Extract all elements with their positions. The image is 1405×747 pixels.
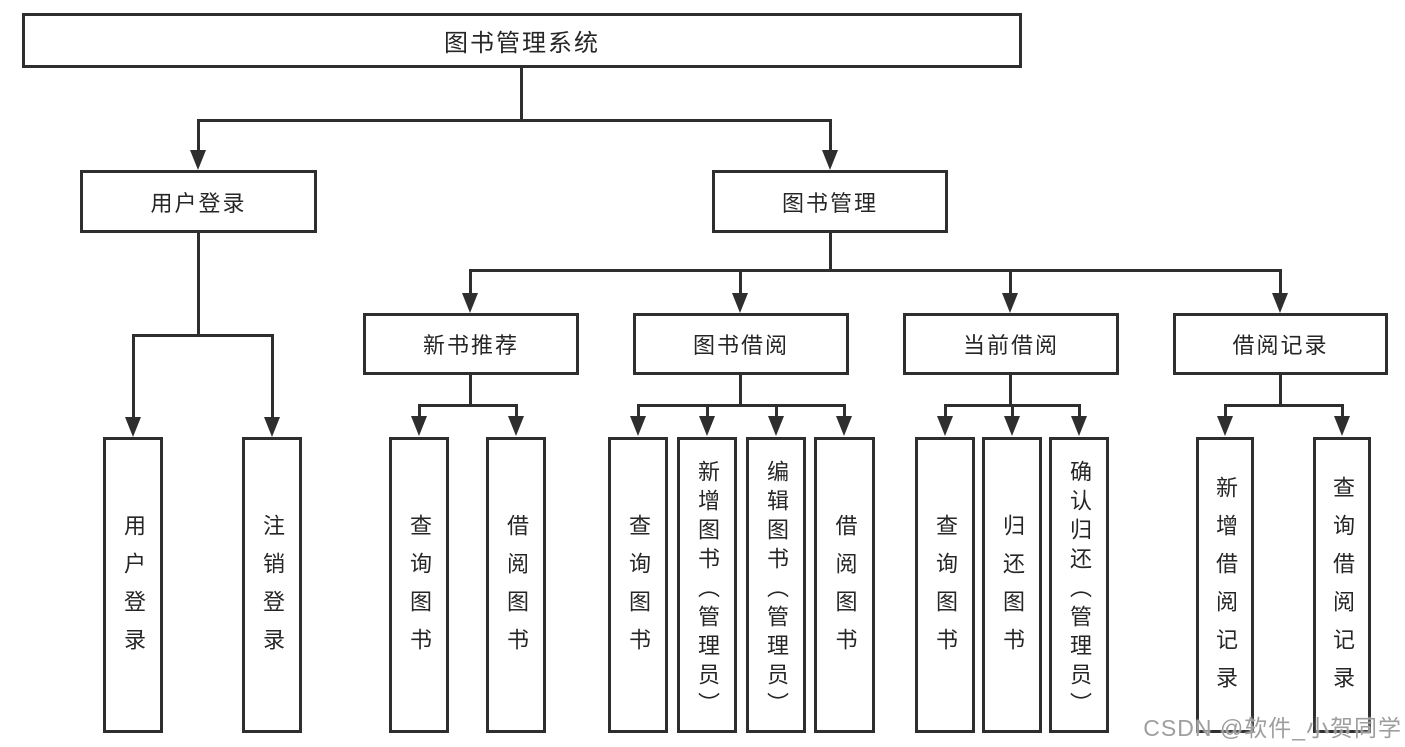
arrowhead-records-c2 <box>1334 416 1350 436</box>
connector-book-mgmt-stem <box>829 233 832 272</box>
leaf-add-borrow-record: 新增借阅记录 <box>1196 437 1254 733</box>
connector-current-stem <box>1009 375 1012 407</box>
node-label: 用户登录 <box>150 190 247 216</box>
arrowhead-leaf-logout <box>264 417 280 437</box>
arrowhead-records <box>1272 293 1288 313</box>
connector-to-user-login <box>197 119 200 152</box>
node-current-borrowing: 当前借阅 <box>903 313 1119 375</box>
node-borrowing-records: 借阅记录 <box>1173 313 1388 375</box>
node-label: 新增图书（管理员） <box>695 459 720 721</box>
leaf-query-books-current: 查询图书 <box>915 437 975 733</box>
leaf-borrow-books-recommend: 借阅图书 <box>486 437 546 733</box>
node-label: 新增借阅记录 <box>1213 476 1238 704</box>
node-label: 当前借阅 <box>962 333 1059 358</box>
connector-to-current <box>1009 269 1012 295</box>
arrowhead-borrowing <box>732 293 748 313</box>
node-label: 图书管理 <box>781 190 878 216</box>
arrowhead-leaf-login <box>125 417 141 437</box>
node-label: 查询图书 <box>933 514 958 666</box>
connector-book-mgmt-rail <box>469 269 1281 272</box>
connector-root-rail <box>197 119 832 122</box>
connector-new-rec-stem <box>469 375 472 407</box>
arrowhead-user-login <box>190 150 206 170</box>
node-label: 图书借阅 <box>692 333 789 358</box>
node-book-management: 图书管理 <box>712 170 948 233</box>
connector-to-leaf-login <box>132 334 135 419</box>
arrowhead-new-rec <box>462 293 478 313</box>
connector-to-borrowing <box>739 269 742 295</box>
connector-root-stem <box>520 68 523 122</box>
node-label: 新书推荐 <box>422 333 519 358</box>
arrowhead-current-c2 <box>1004 416 1020 436</box>
connector-to-leaf-logout <box>271 334 274 419</box>
connector-to-records <box>1279 269 1282 295</box>
connector-borrowing-rail <box>637 404 846 407</box>
node-book-borrowing: 图书借阅 <box>633 313 849 375</box>
arrowhead-records-c1 <box>1217 416 1233 436</box>
connector-to-book-mgmt <box>829 119 832 152</box>
node-label: 归还图书 <box>1000 514 1025 666</box>
leaf-query-books-recommend: 查询图书 <box>389 437 449 733</box>
arrowhead-current-c3 <box>1071 416 1087 436</box>
node-label: 编辑图书（管理员） <box>764 459 789 721</box>
connector-user-login-stem <box>197 233 200 337</box>
arrowhead-borrowing-c4 <box>836 416 852 436</box>
node-label: 图书管理系统 <box>444 30 600 57</box>
node-label: 用户登录 <box>121 514 146 666</box>
node-label: 借阅图书 <box>832 514 858 666</box>
leaf-query-borrow-record: 查询借阅记录 <box>1313 437 1371 733</box>
connector-borrowing-c1 <box>637 404 640 418</box>
arrowhead-borrowing-c2 <box>699 416 715 436</box>
connector-records-rail <box>1224 404 1344 407</box>
node-label: 借阅记录 <box>1232 333 1329 358</box>
leaf-confirm-return-admin: 确认归还（管理员） <box>1049 437 1109 733</box>
connector-borrowing-c3 <box>775 404 778 418</box>
node-label: 借阅图书 <box>504 514 529 666</box>
leaf-edit-book-admin: 编辑图书（管理员） <box>746 437 806 733</box>
connector-current-c1 <box>944 404 947 418</box>
arrowhead-book-mgmt <box>822 150 838 170</box>
connector-user-login-rail <box>132 334 274 337</box>
arrowhead-borrowing-c1 <box>630 416 646 436</box>
connector-current-c2 <box>1011 404 1014 418</box>
connector-records-c2 <box>1341 404 1344 418</box>
leaf-query-books-borrowing: 查询图书 <box>608 437 668 733</box>
node-library-management-system: 图书管理系统 <box>22 13 1022 68</box>
arrowhead-new-rec-c2 <box>508 416 524 436</box>
connector-records-c1 <box>1224 404 1227 418</box>
connector-borrowing-c4 <box>843 404 846 418</box>
leaf-return-books: 归还图书 <box>982 437 1042 733</box>
connector-current-c3 <box>1078 404 1081 418</box>
connector-borrowing-c2 <box>706 404 709 418</box>
node-label: 查询图书 <box>626 514 651 666</box>
connector-records-stem <box>1279 375 1282 407</box>
node-label: 确认归还（管理员） <box>1067 459 1092 721</box>
arrowhead-current-c1 <box>937 416 953 436</box>
connector-new-rec-rail <box>418 404 518 407</box>
connector-new-rec-c2 <box>515 404 518 418</box>
connector-to-new-rec <box>469 269 472 295</box>
node-label: 查询图书 <box>407 514 432 666</box>
arrowhead-borrowing-c3 <box>768 416 784 436</box>
csdn-watermark: CSDN @软件_小贺同学 <box>1143 715 1402 741</box>
connector-borrowing-stem <box>739 375 742 407</box>
leaf-borrow-books: 借阅图书 <box>814 437 875 733</box>
node-user-login: 用户登录 <box>80 170 317 233</box>
leaf-logout: 注销登录 <box>242 437 302 733</box>
node-label: 注销登录 <box>260 514 285 666</box>
node-new-book-recommend: 新书推荐 <box>363 313 579 375</box>
arrowhead-new-rec-c1 <box>411 416 427 436</box>
node-label: 查询借阅记录 <box>1330 476 1355 704</box>
arrowhead-current <box>1002 293 1018 313</box>
leaf-user-login: 用户登录 <box>103 437 163 733</box>
leaf-add-book-admin: 新增图书（管理员） <box>677 437 737 733</box>
connector-new-rec-c1 <box>418 404 421 418</box>
